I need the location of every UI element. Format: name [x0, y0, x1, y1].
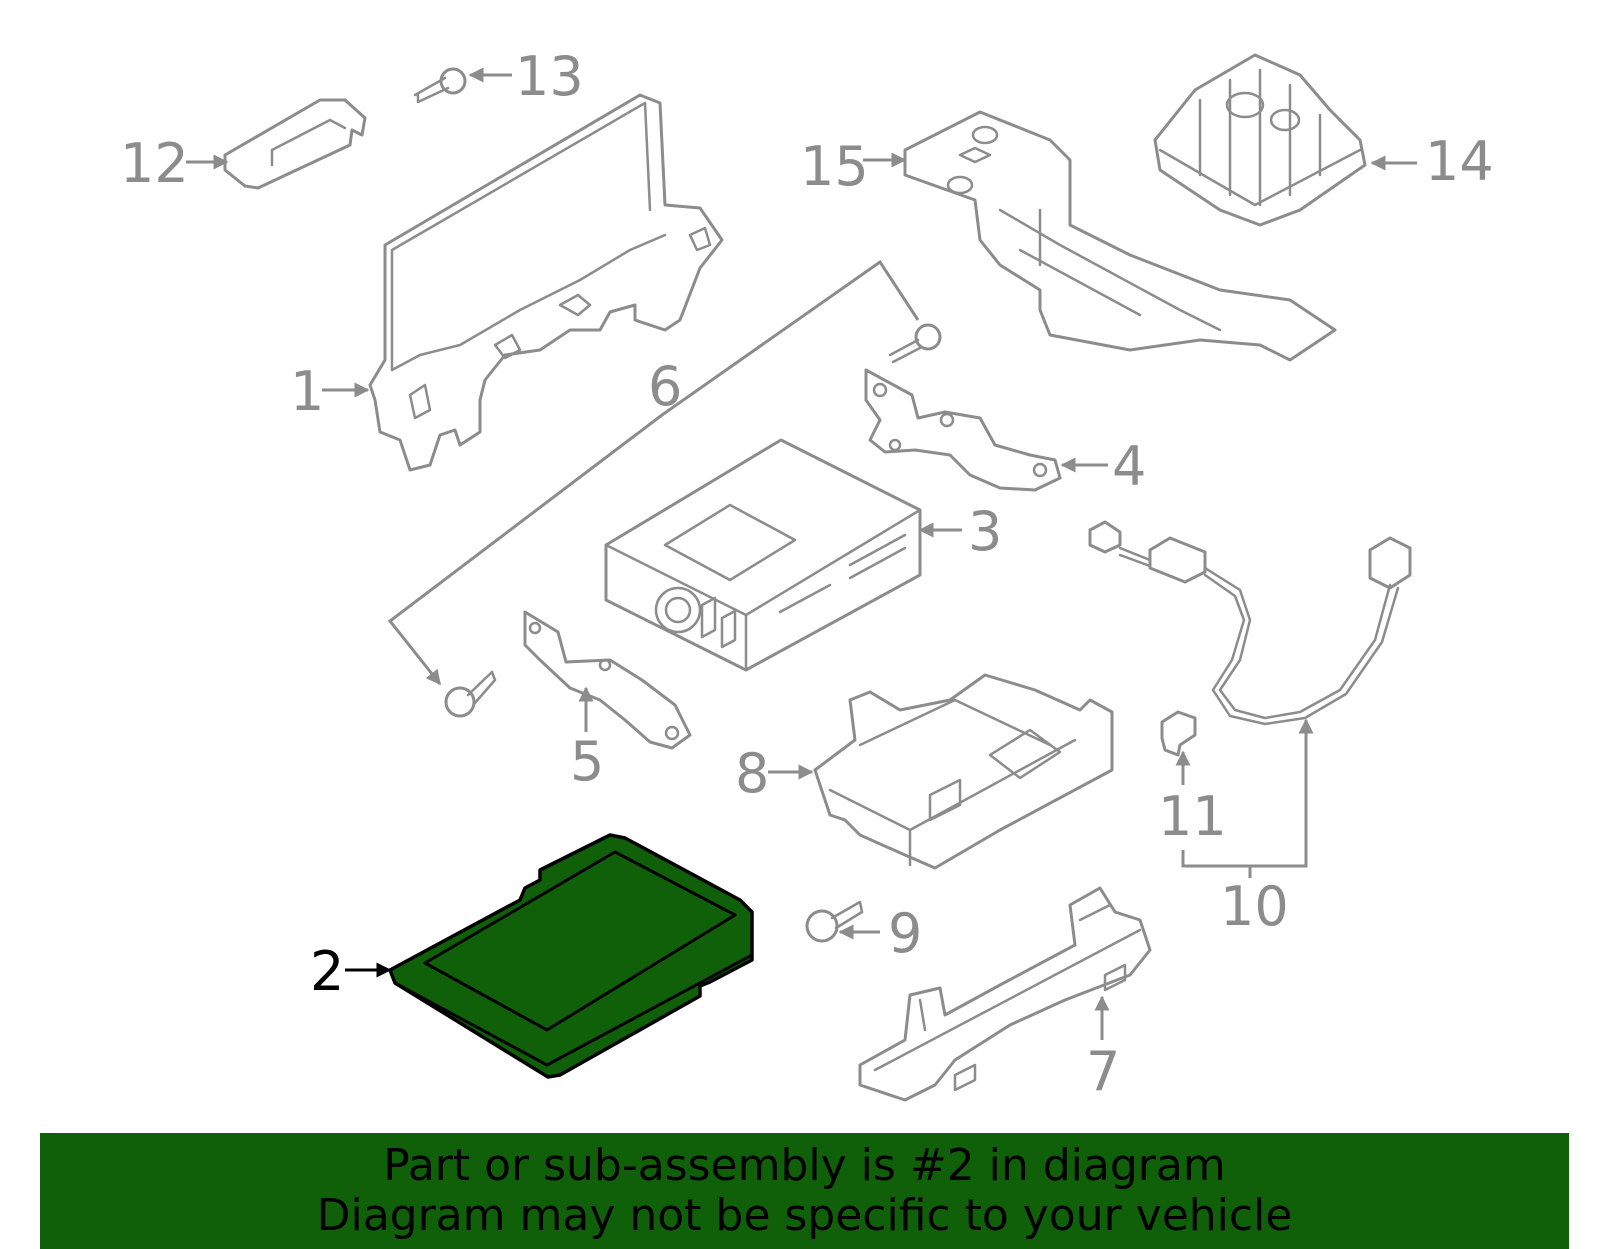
callout-7: 7 [1086, 1040, 1120, 1103]
callout-3: 3 [968, 500, 1002, 563]
banner-line-2: Diagram may not be specific to your vehi… [316, 1190, 1293, 1241]
part-10-harness[interactable] [1088, 520, 1412, 726]
callout-12: 12 [120, 132, 189, 195]
part-11-connector[interactable] [1160, 710, 1197, 757]
part-5-bracket[interactable] [523, 610, 692, 750]
callout-9: 9 [888, 902, 922, 965]
part-12-clip[interactable] [223, 98, 367, 190]
callout-10-leader [1181, 718, 1314, 868]
callout-2: 2 [310, 940, 344, 1003]
part-8-tray-bracket[interactable] [813, 673, 1114, 870]
info-banner: Part or sub-assembly is #2 in diagram Di… [40, 1133, 1569, 1249]
part-7-rail[interactable] [858, 886, 1152, 1102]
callout-11: 11 [1158, 785, 1227, 848]
callout-6: 6 [648, 355, 682, 418]
callout-14: 14 [1425, 130, 1494, 193]
callout-5: 5 [570, 730, 604, 793]
part-1-display[interactable] [368, 93, 724, 472]
callout-6-leader [387, 259, 920, 684]
callout-10: 10 [1220, 875, 1289, 938]
callout-13: 13 [515, 45, 584, 108]
callout-1: 1 [290, 360, 324, 423]
callout-15: 15 [800, 135, 869, 198]
callout-4: 4 [1112, 435, 1146, 498]
part-2-tray[interactable] [388, 833, 754, 1079]
part-9-screw[interactable] [805, 900, 864, 943]
part-3-control-unit[interactable] [604, 438, 922, 672]
part-14-module[interactable] [1153, 53, 1367, 227]
callout-8: 8 [735, 742, 769, 805]
banner-line-1: Part or sub-assembly is #2 in diagram [383, 1140, 1226, 1191]
part-15-bracket[interactable] [903, 110, 1337, 362]
part-4-bracket[interactable] [864, 368, 1062, 492]
part-13-screw[interactable] [413, 67, 467, 104]
